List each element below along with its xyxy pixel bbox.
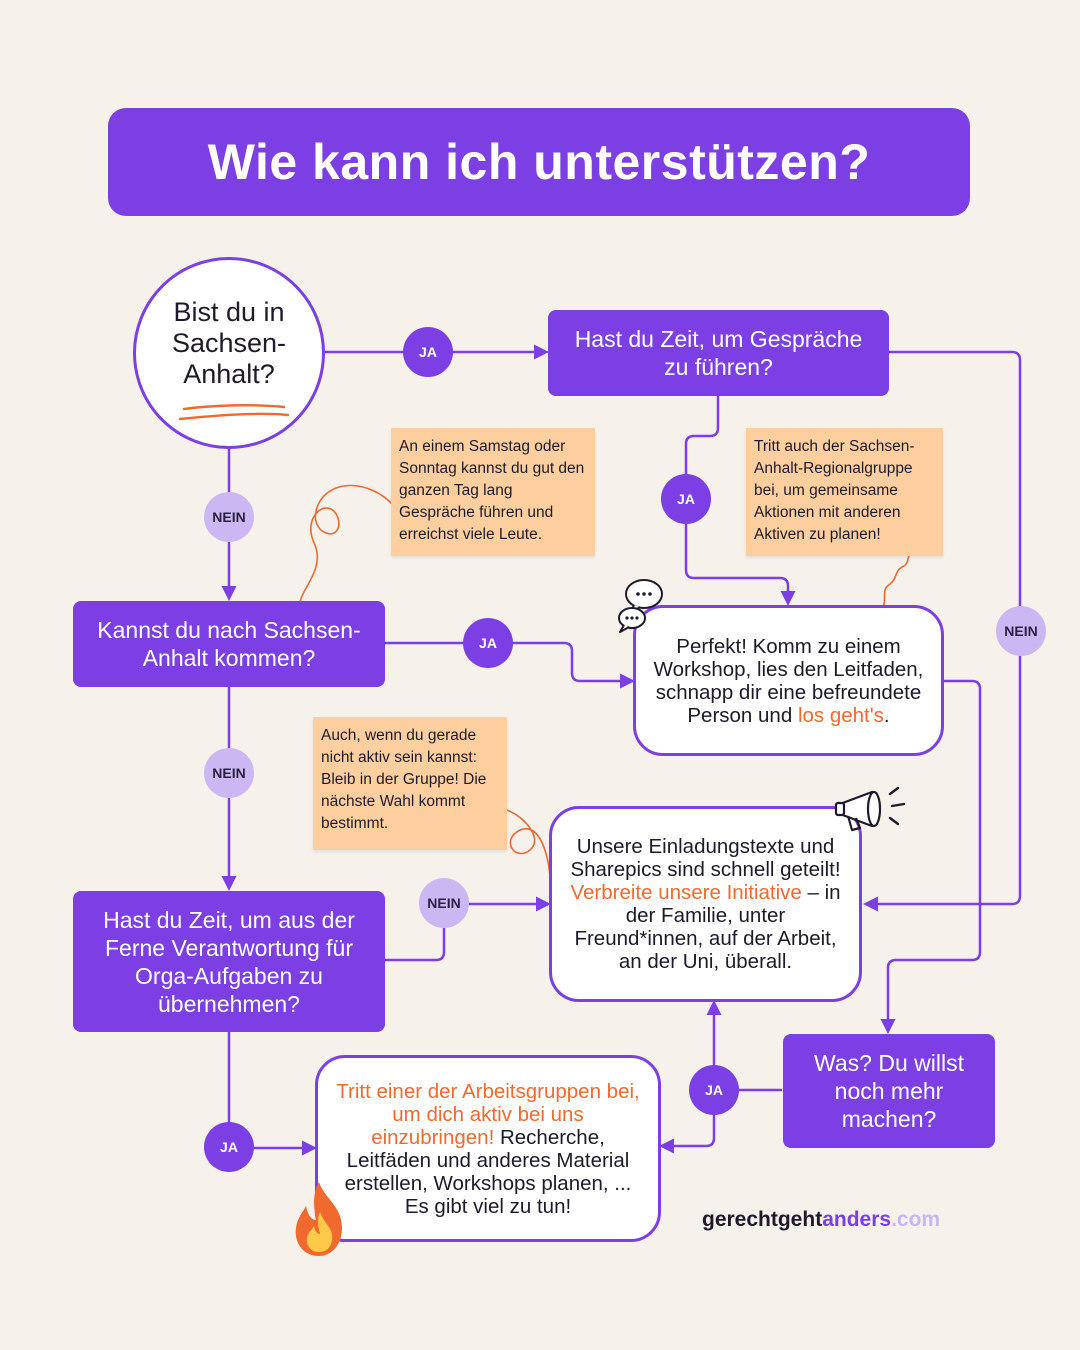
question-time-for-talks-text: Hast du Zeit, um Gespräche zu führen? bbox=[574, 326, 863, 380]
fire-icon bbox=[295, 1182, 342, 1256]
yes-badge: JA bbox=[661, 474, 711, 524]
question-remote-responsibility-text: Hast du Zeit, um aus der Ferne Verantwor… bbox=[103, 906, 355, 1017]
yes-badge: JA bbox=[403, 327, 453, 377]
yes-badge: JA bbox=[463, 618, 513, 668]
question-can-come: Kannst du nach Sachsen-Anhalt kommen? bbox=[73, 601, 385, 687]
start-question-text: Bist du in Sachsen-Anhalt? bbox=[171, 296, 287, 389]
outcome-workshop-text: Perfekt! Komm zu einem Workshop, lies de… bbox=[653, 634, 924, 727]
outcome-spread-highlight: Verbreite unsere Initiative bbox=[570, 881, 802, 904]
yes-badge: JA bbox=[689, 1065, 739, 1115]
question-remote-responsibility: Hast du Zeit, um aus der Ferne Verantwor… bbox=[73, 891, 385, 1032]
brand-url: gerechtgehtanders.com bbox=[702, 1208, 941, 1231]
outcome-spread-text: Unsere Einladungstexte und Sharepics sin… bbox=[570, 835, 841, 973]
outcome-groups-highlight: Tritt einer der Arbeitsgruppen bei, um d… bbox=[336, 1079, 640, 1149]
outcome-groups-text: Tritt einer der Arbeitsgruppen bei, um d… bbox=[336, 1079, 640, 1218]
title-banner: Wie kann ich unterstützen? bbox=[108, 108, 970, 216]
question-want-more-text: Was? Du willst noch mehr machen? bbox=[814, 1050, 964, 1132]
note-stay-in-group: Auch, wenn du gerade nicht aktiv sein ka… bbox=[313, 717, 507, 850]
note-weekend: An einem Samstag oder Sonntag kannst du … bbox=[391, 428, 595, 556]
question-want-more: Was? Du willst noch mehr machen? bbox=[783, 1034, 995, 1148]
speech-bubbles-icon bbox=[618, 579, 663, 633]
megaphone-icon bbox=[834, 786, 906, 832]
page-title: Wie kann ich unterstützen? bbox=[207, 134, 871, 190]
outcome-spread-initiative: Unsere Einladungstexte und Sharepics sin… bbox=[549, 806, 862, 1002]
question-time-for-talks: Hast du Zeit, um Gespräche zu führen? bbox=[548, 310, 889, 396]
no-badge: NEIN bbox=[204, 748, 254, 798]
outcome-workshop: Perfekt! Komm zu einem Workshop, lies de… bbox=[633, 605, 944, 756]
note-regional-group: Tritt auch der Sachsen-Anhalt-Regionalgr… bbox=[746, 428, 943, 556]
outcome-workshop-highlight: los geht's bbox=[797, 703, 884, 727]
no-badge: NEIN bbox=[996, 606, 1046, 656]
no-badge: NEIN bbox=[204, 492, 254, 542]
start-question-node: Bist du in Sachsen-Anhalt? bbox=[133, 257, 325, 449]
yes-badge: JA bbox=[204, 1122, 254, 1172]
outcome-working-groups: Tritt einer der Arbeitsgruppen bei, um d… bbox=[315, 1055, 661, 1242]
question-can-come-text: Kannst du nach Sachsen-Anhalt kommen? bbox=[97, 617, 361, 671]
no-badge: NEIN bbox=[419, 878, 469, 928]
underline-scribble bbox=[178, 404, 290, 421]
